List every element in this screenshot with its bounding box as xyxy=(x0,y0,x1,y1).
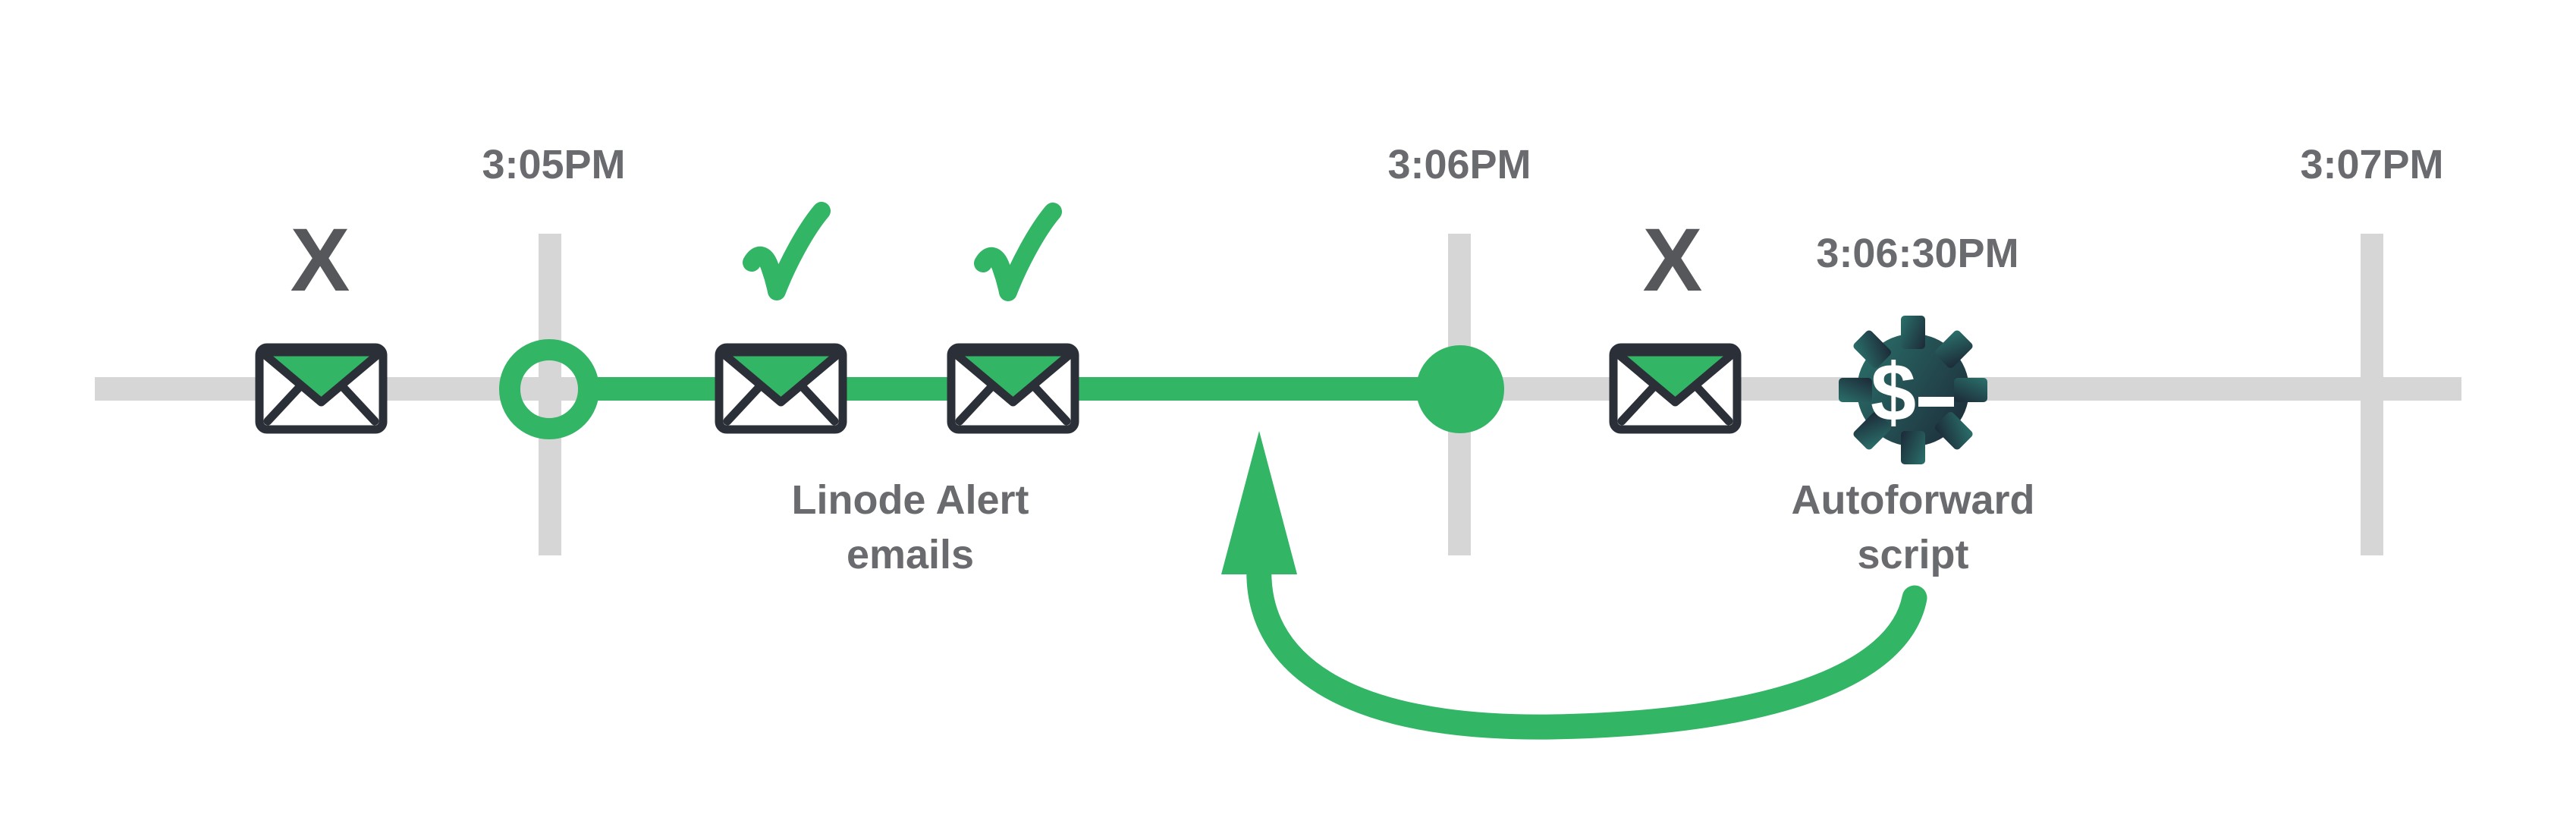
checkmark-icon xyxy=(974,203,1062,301)
dollar-prompt-glyph: $ xyxy=(1871,346,1916,438)
curved-arrow-shaft xyxy=(1246,552,1927,740)
x-mark: X xyxy=(1643,210,1703,310)
envelope-icon xyxy=(719,348,843,429)
tick-3-05 xyxy=(539,234,561,555)
x-mark: X xyxy=(291,210,350,310)
linode-alert-line2: emails xyxy=(847,532,974,577)
linode-alert-line1: Linode Alert xyxy=(791,477,1029,523)
checkmark-icon xyxy=(743,202,831,300)
gear-terminal-icon: $ xyxy=(1839,316,1987,464)
curved-arrow-head xyxy=(1221,431,1297,574)
open-circle-marker xyxy=(499,339,599,439)
gear-body xyxy=(1857,334,1969,446)
time-label-3-07: 3:07PM xyxy=(2300,142,2443,187)
cursor-underscore xyxy=(1918,397,1954,407)
envelope-icon xyxy=(951,348,1075,429)
linode-alert-emails-label: Linode Alert emails xyxy=(791,477,1029,577)
curved-arrow-icon xyxy=(1221,431,1927,740)
autoforward-line2: script xyxy=(1857,532,1968,577)
time-label-3-05: 3:05PM xyxy=(482,142,625,187)
tick-3-07 xyxy=(2361,234,2383,555)
filled-dot-marker xyxy=(1416,345,1504,433)
time-label-3-06-30: 3:06:30PM xyxy=(1816,231,2018,276)
time-label-3-06: 3:06PM xyxy=(1387,142,1531,187)
envelope-icon xyxy=(259,348,383,429)
autoforward-line1: Autoforward xyxy=(1792,477,2035,523)
envelope-icon xyxy=(1613,348,1737,429)
autoforward-script-label: Autoforward script xyxy=(1792,477,2035,577)
